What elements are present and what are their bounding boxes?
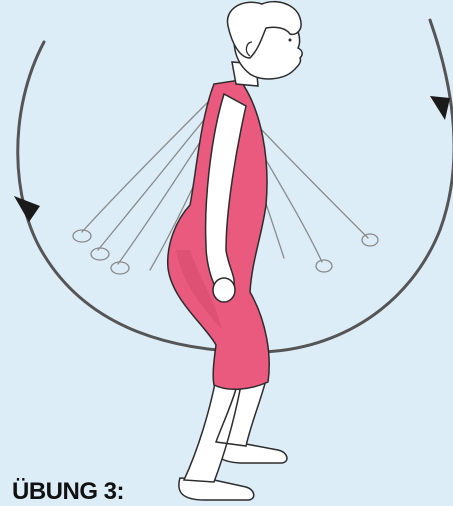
- hand: [213, 278, 235, 302]
- eye: [289, 39, 292, 42]
- exercise-title: ÜBUNG 3:: [12, 478, 124, 506]
